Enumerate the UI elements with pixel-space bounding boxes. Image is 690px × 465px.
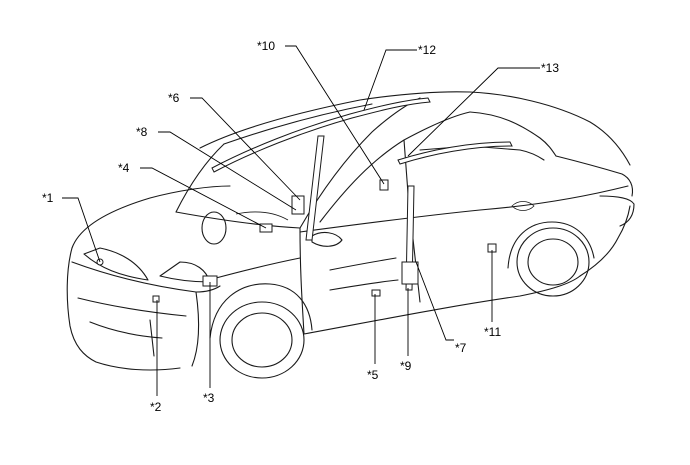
callout-10: *10	[257, 39, 275, 53]
callout-2: *2	[150, 400, 162, 414]
callout-11: *11	[484, 325, 501, 339]
callout-12: *12	[418, 43, 436, 57]
callout-8: *8	[136, 125, 148, 139]
callout-3: *3	[203, 391, 215, 405]
components	[96, 97, 513, 303]
curtain-airbag-near-side	[397, 141, 513, 165]
curtain-inflator	[379, 179, 389, 191]
seatbelt-retractor	[401, 261, 419, 285]
car-body	[66, 91, 635, 379]
seatbelt-far-side	[305, 135, 325, 241]
front-airbag-sensor-right	[152, 295, 160, 303]
leader-c4	[140, 167, 267, 229]
leader-c1	[62, 197, 101, 263]
leader-lines	[62, 45, 540, 396]
pretensioner	[291, 195, 305, 215]
leader-c8	[158, 131, 297, 211]
curtain-airbag-far-side	[211, 97, 431, 173]
leader-c7	[415, 261, 454, 341]
leader-c6	[190, 97, 301, 201]
callout-labels: *1 *2 *3 *4 *5 *6 *7 *8 *9 *10 *11 *12 *…	[42, 39, 559, 414]
callout-7: *7	[455, 341, 467, 355]
callout-5: *5	[367, 368, 379, 382]
callout-13: *13	[541, 61, 559, 75]
callout-4: *4	[118, 161, 130, 175]
callout-1: *1	[42, 191, 54, 205]
leader-c10	[285, 45, 385, 185]
impact-sensor-door	[371, 289, 381, 297]
callout-6: *6	[168, 91, 180, 105]
leader-c12	[363, 49, 417, 111]
callout-9: *9	[400, 359, 412, 373]
leader-c13	[407, 67, 540, 157]
